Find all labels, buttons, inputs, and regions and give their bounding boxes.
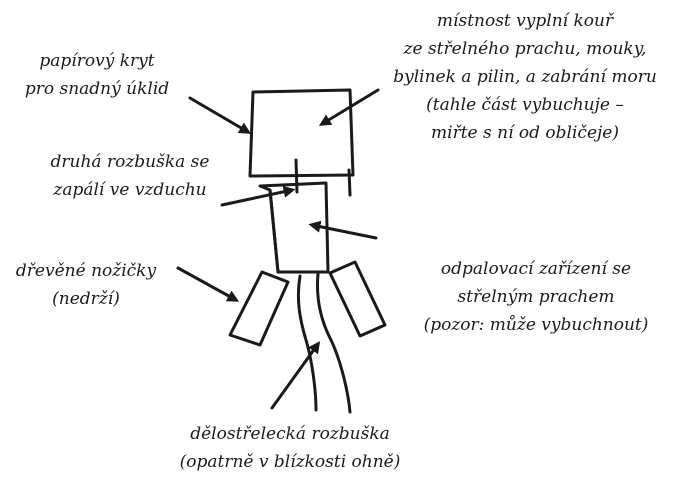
top-box-tick-right [347,168,352,197]
middle-box [258,181,330,274]
label-wooden-legs: dřevěné nožičky (nedrží) [0,257,176,313]
label-line: papírový kryt [39,51,155,71]
label-line: (nedrží) [52,289,120,309]
artillery-fuse-cord-right [316,272,352,414]
label-line: místnost vyplní kouř [436,11,614,31]
label-line: (tahle část vybuchuje – [426,95,624,115]
label-line: zapálí ve vzduchu [53,180,207,200]
left-leg [228,270,290,347]
label-line: dělostřelecká rozbuška [190,424,390,444]
arrow-wooden-legs [176,266,240,302]
label-line: (opatrně v blízkosti ohně) [179,452,401,472]
label-line: střelným prachem [457,287,615,307]
label-line: pro snadný úklid [24,79,170,99]
label-line: (pozor: může vybuchnout) [423,315,649,335]
label-line: miřte s ní od obličeje) [431,123,619,143]
label-line: ze střelného prachu, mouky, [403,39,647,59]
label-room-fill: místnost vyplní kouř ze střelného prachu… [366,7,681,147]
arrow-paper-cover [188,96,252,134]
arrow-launcher [308,220,378,240]
middle-box-left-side [268,188,280,274]
label-line: druhá rozbuška se [50,152,210,172]
arrow-artillery-fuse [270,341,321,410]
label-second-fuse: druhá rozbuška se zapálí ve vzduchu [20,148,240,204]
artillery-fuse-cord-left [296,274,318,412]
label-paper-cover: papírový kryt pro snadný úklid [2,47,192,103]
top-box-tick-left [294,158,299,194]
label-artillery-fuse: dělostřelecká rozbuška (opatrně v blízko… [100,420,480,476]
label-line: bylinek a pilin, a zabrání moru [393,67,657,87]
label-line: odpalovací zařízení se [440,259,632,279]
arrow-second-fuse [220,185,296,207]
label-launcher: odpalovací zařízení se střelným prachem … [386,255,681,339]
label-line: dřevěné nožičky [15,261,157,281]
arrow-room-fill [318,88,380,126]
top-box [248,88,355,178]
right-leg [328,260,387,338]
